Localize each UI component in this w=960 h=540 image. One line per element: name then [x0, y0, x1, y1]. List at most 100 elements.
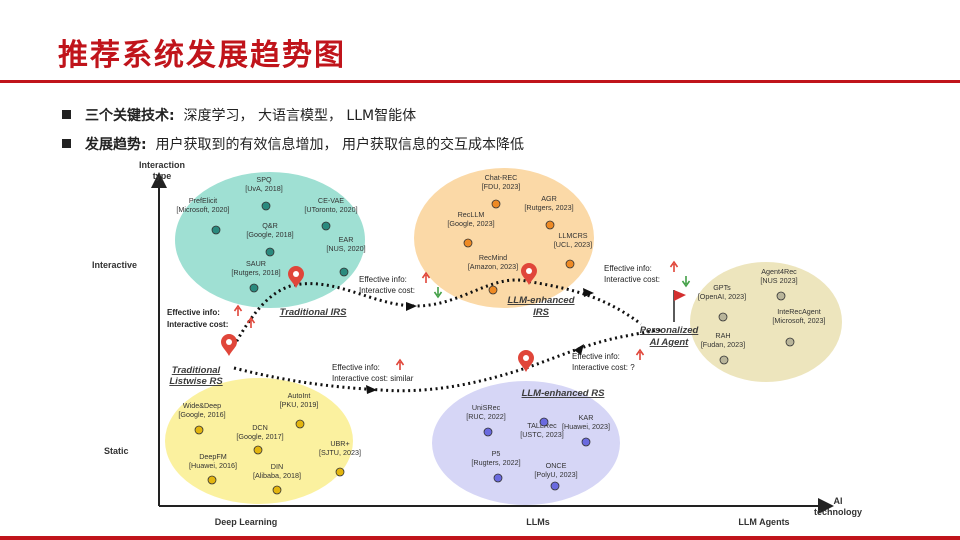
arrow-up-icon: [395, 358, 405, 370]
location-pin-icon: [288, 266, 304, 288]
item-org: [Rugters, 2022]: [471, 458, 520, 467]
item-org: [NUS 2023]: [760, 276, 797, 285]
arrow-up-icon: [669, 260, 679, 272]
item-dot: [265, 247, 275, 257]
svg-text:Interactive cost: similar: Interactive cost: similar: [332, 374, 414, 383]
item-name: UniSRec: [472, 403, 501, 412]
location-pin-icon: [521, 263, 537, 285]
item-name: SPQ: [256, 175, 272, 184]
bottom-divider: [0, 536, 960, 540]
item-name: Wide&Deep: [183, 401, 221, 410]
bullet-text: 用户获取到的有效信息增加， 用户获取信息的交互成本降低: [155, 137, 524, 153]
location-pin-icon: [518, 350, 534, 372]
item-dot: [207, 475, 217, 485]
effect-annotation-5: Effective info: Interactive cost: ?: [572, 352, 635, 372]
x-level-llms: LLMs: [526, 517, 550, 527]
item-name: P5: [492, 449, 501, 458]
bullet-trend: 发展趋势: 用户获取到的有效信息增加， 用户获取信息的交互成本降低: [62, 134, 524, 154]
bullet-square-icon: [62, 139, 71, 148]
item-dot: [295, 419, 305, 429]
bullet-text: 深度学习， 大语言模型， LLM智能体: [183, 108, 417, 124]
effect-annotation-1: Effective info: Interactive cost:: [167, 308, 228, 329]
item-org: [Rutgers, 2018]: [231, 268, 280, 277]
trend-path-lower: [233, 328, 662, 393]
item-name: CE-VAE: [318, 196, 344, 205]
arrow-up-icon: [246, 316, 256, 328]
cluster-item: CE-VAE[UToronto, 2020]: [304, 196, 358, 231]
cluster-item: UBR+[SJTU, 2023]: [319, 439, 361, 477]
cluster-item: RAH[Fudan, 2023]: [701, 331, 745, 365]
x-level-deep-learning: Deep Learning: [215, 517, 278, 527]
item-org: [USTC, 2023]: [520, 430, 564, 439]
item-name: Q&R: [262, 221, 278, 230]
cluster-item: Agent4Rec[NUS 2023]: [760, 267, 798, 301]
cluster-item: Chat-REC[FDU, 2023]: [482, 173, 521, 209]
item-org: [Google, 2023]: [447, 219, 494, 228]
item-dot: [463, 238, 473, 248]
cluster-item: EAR[NUS, 2020]: [326, 235, 366, 277]
cluster-items: SPQ[UvA, 2018]PrefElicit[Microsoft, 2020…: [176, 173, 826, 495]
item-dot: [483, 427, 493, 437]
item-dot: [261, 201, 271, 211]
item-dot: [545, 220, 555, 230]
arrow-up-icon: [233, 304, 243, 316]
item-dot: [565, 259, 575, 269]
bullet-label: 三个关键技术: [85, 108, 169, 124]
arrow-down-icon: [681, 276, 691, 288]
flag-icon: [673, 290, 686, 322]
item-org: [Microsoft, 2023]: [772, 316, 825, 325]
item-name: DeepFM: [199, 452, 227, 461]
item-name: EAR: [339, 235, 354, 244]
item-dot: [718, 312, 728, 322]
item-org: [Huawei, 2016]: [189, 461, 237, 470]
item-org: [NUS, 2020]: [326, 244, 365, 253]
title-divider: [0, 80, 960, 83]
cluster-llm-agents: [690, 262, 842, 382]
item-name: RecLLM: [458, 210, 485, 219]
item-name: RecMind: [479, 253, 507, 262]
cluster-interactive-deep-learning: [175, 172, 365, 308]
cluster-item: DCN[Google, 2017]: [236, 423, 284, 455]
item-org: [Google, 2016]: [178, 410, 225, 419]
trend-arrowhead-1: [406, 302, 417, 311]
cluster-item: PrefElicit[Microsoft, 2020]: [176, 196, 230, 235]
svg-text:Effective info:: Effective info:: [332, 363, 380, 372]
cluster-item: AGR[Rutgers, 2023]: [524, 194, 574, 230]
item-dot: [776, 291, 786, 301]
item-dot: [339, 267, 349, 277]
svg-text:Interactive cost:: Interactive cost:: [604, 275, 660, 284]
trend-arrowhead-2: [583, 288, 594, 297]
cluster-item: DIN[Alibaba, 2018]: [253, 462, 301, 495]
cluster-item: KAR[Huawei, 2023]: [562, 413, 610, 447]
svg-text:Interactive cost:: Interactive cost:: [167, 320, 228, 329]
item-dot: [550, 481, 560, 491]
item-name: AutoInt: [288, 391, 311, 400]
item-org: [Alibaba, 2018]: [253, 471, 301, 480]
cluster-item: GPTs[OpenAI, 2023]: [698, 283, 746, 322]
y-level-static: Static: [104, 446, 129, 456]
item-org: [Google, 2018]: [246, 230, 293, 239]
y-level-interactive: Interactive: [92, 260, 137, 270]
bullet-key-tech: 三个关键技术: 深度学习， 大语言模型， LLM智能体: [62, 105, 416, 125]
item-org: [PolyU, 2023]: [534, 470, 577, 479]
item-org: [FDU, 2023]: [482, 182, 521, 191]
item-org: [SJTU, 2023]: [319, 448, 361, 457]
cluster-item: Q&R[Google, 2018]: [246, 221, 294, 257]
cluster-item: SAUR[Rutgers, 2018]: [231, 259, 281, 293]
item-org: [Microsoft, 2020]: [176, 205, 229, 214]
cluster-item: AutoInt[PKU, 2019]: [280, 391, 318, 429]
cluster-item: UniSRec[RUC, 2022]: [466, 403, 506, 437]
item-name: KAR: [579, 413, 594, 422]
item-name: RAH: [715, 331, 730, 340]
item-dot: [488, 285, 498, 295]
effect-annotation-3: Effective info: Interactive cost:: [604, 264, 660, 284]
svg-text:Effective info:: Effective info:: [604, 264, 652, 273]
item-org: [Google, 2017]: [236, 432, 283, 441]
item-dot: [211, 225, 221, 235]
item-dot: [272, 485, 282, 495]
cluster-item: TALLRec[USTC, 2023]: [520, 417, 564, 439]
item-dot: [539, 417, 549, 427]
